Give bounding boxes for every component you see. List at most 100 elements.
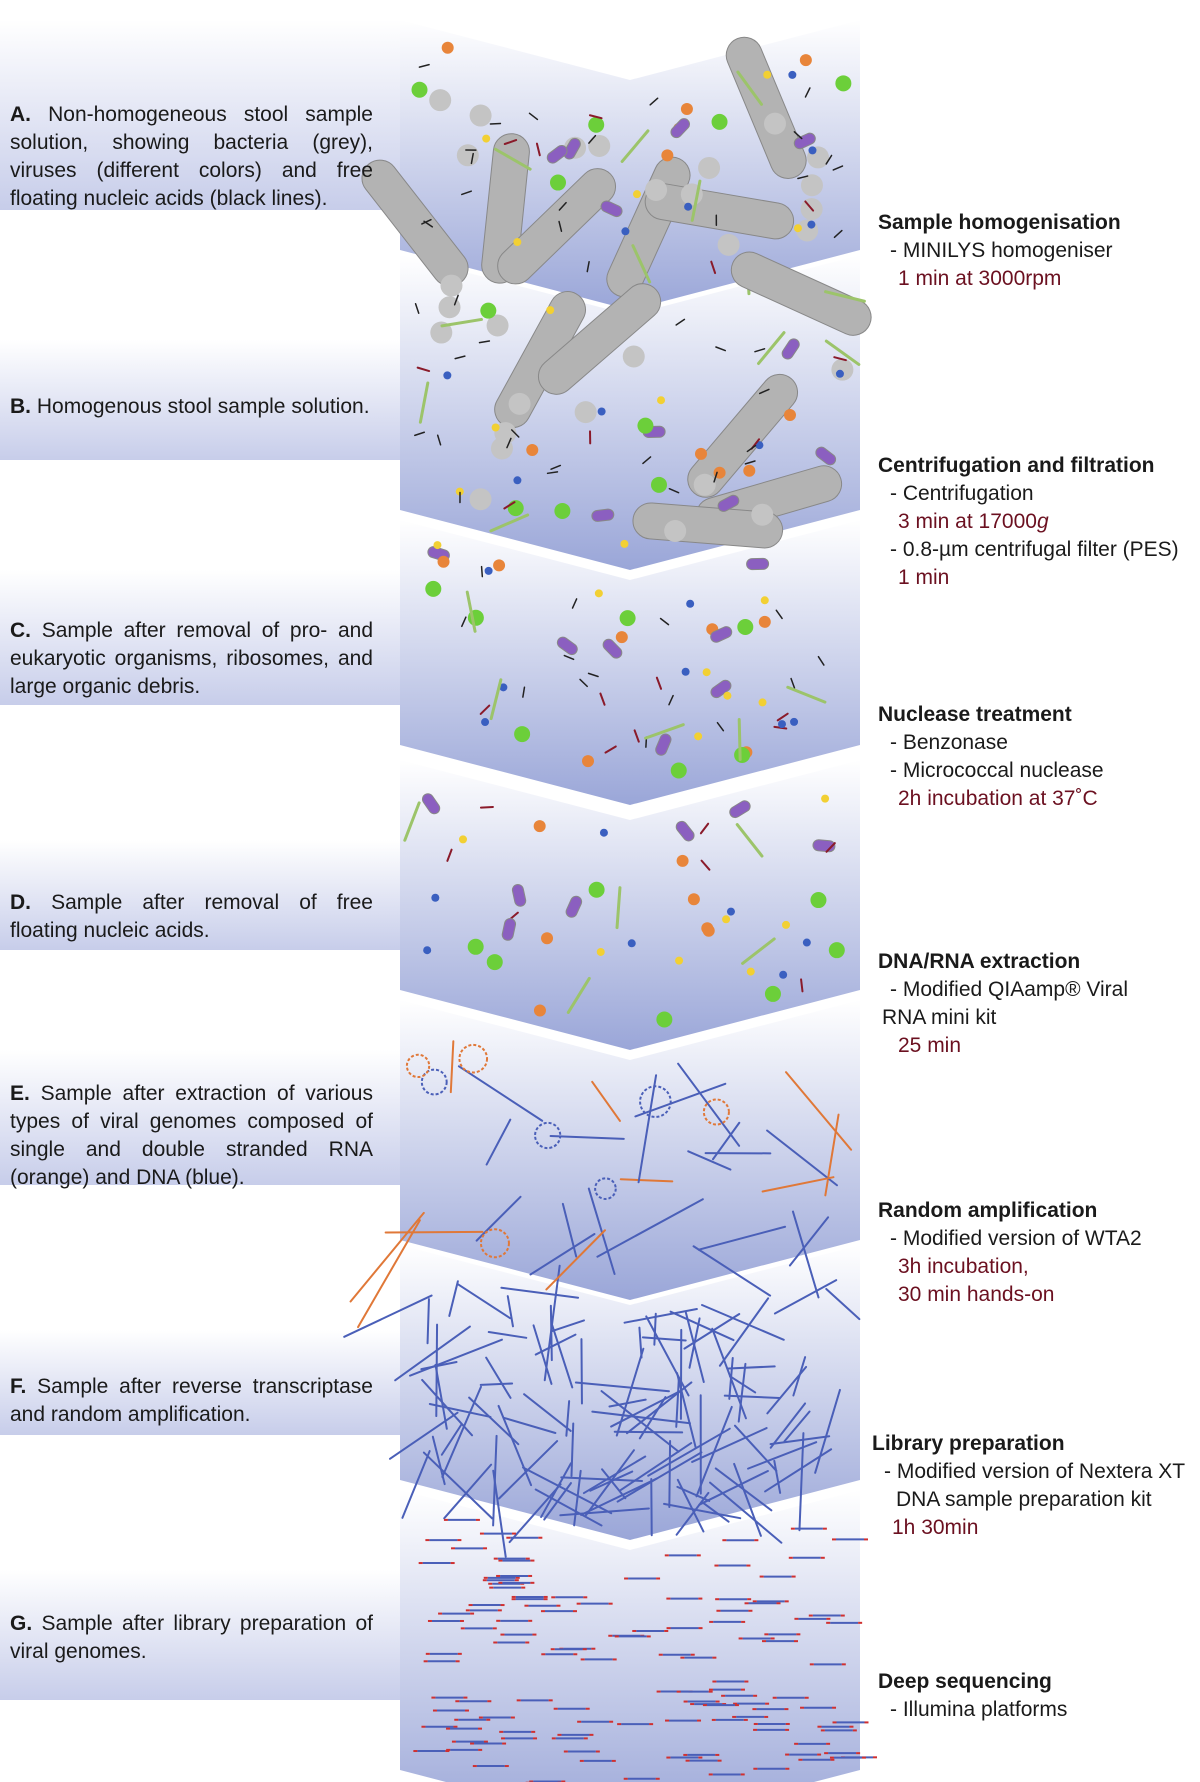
amplicon [737,1362,747,1423]
step-nuclease: Nuclease treatment - Benzonase - Microco… [878,701,1196,813]
circular-genome [594,1177,617,1200]
step-time: 30 min hands-on [898,1283,1055,1306]
virus-purple [793,132,816,150]
phage [804,200,815,212]
step-item: - Modified version of WTA2 [890,1227,1142,1250]
flagellum [403,801,421,842]
virus-green [711,113,728,130]
virus-green [411,81,428,98]
amplicon [522,1466,613,1515]
nucleic-acid [558,201,567,211]
virus-green [835,75,852,92]
step-library: Library preparation - Modified version o… [872,1430,1190,1542]
genome-strand [529,1233,596,1276]
virus-yellow [782,920,791,929]
step-title: Centrifugation and filtration [878,454,1155,477]
amplicon [487,1330,528,1339]
step-title: Nuclease treatment [878,703,1072,726]
virus-yellow [596,947,605,956]
amplicon [601,1468,627,1500]
amplicon [532,1324,553,1385]
virus-orange [533,820,546,833]
amplicon [616,1451,703,1503]
phage [825,842,836,853]
virus-purple [563,137,581,160]
phage [800,978,804,993]
nucleic-acid [506,437,512,449]
nucleic-acid [421,218,432,225]
flagellum [418,381,430,424]
nucleic-acid [414,431,426,437]
phage [535,142,541,157]
amplicon [698,1470,769,1506]
virus-blue [599,828,608,837]
virus-purple [670,118,691,139]
debris [469,488,492,511]
bacterium [725,36,807,179]
virus-yellow [821,794,830,803]
virus-blue [681,667,690,676]
genome-strand [549,1135,625,1140]
phage [416,366,431,373]
virus-yellow [455,487,464,496]
virus-green [588,116,605,133]
virus-orange [743,464,756,477]
genome-strand [543,1264,561,1382]
step-extraction: DNA/RNA extraction - Modified QIAamp® Vi… [878,948,1196,1060]
genome-strand [587,1187,616,1275]
phage [446,848,453,862]
stage-label-b: B. Homogenous stool sample solution. [10,395,370,418]
flagellum [757,331,786,365]
nucleic-acid [775,609,783,620]
amplicon [570,1422,575,1478]
amplicon [549,1304,553,1362]
virus-orange [437,555,450,568]
debris [622,345,645,368]
step-title: DNA/RNA extraction [878,950,1081,973]
debris [440,274,463,297]
step-item: - Illumina platforms [890,1698,1068,1721]
stage-label-c: C. Sample after removal of pro- and euka… [10,619,373,698]
virus-green [656,1011,673,1028]
flagellum [631,244,652,284]
genome-strand [766,1129,838,1187]
virus-yellow [491,423,500,432]
flagellum [736,70,764,106]
nucleic-acid [716,721,725,732]
virus-green [619,610,636,627]
virus-green [550,174,567,191]
nucleic-acid [833,229,843,239]
phage [633,729,640,743]
virus-blue [808,146,817,155]
virus-yellow [722,915,731,924]
virus-blue [686,599,695,608]
virus-purple [710,626,733,643]
virus-blue [684,202,693,211]
step-item: - Modified version of Nextera XT [884,1460,1186,1483]
virus-yellow [620,539,629,548]
virus-yellow [763,70,772,79]
amplicon [647,1427,731,1477]
virus-yellow [657,396,666,405]
nucleic-acid [528,112,539,121]
nucleic-acid [480,565,484,578]
nucleic-acid [436,434,442,446]
virus-purple [746,557,770,571]
flagellum [615,886,622,930]
genome-strand [545,1229,606,1291]
amplicon [709,1481,783,1544]
debris [486,314,509,337]
step-title: Library preparation [872,1432,1065,1455]
debris [717,233,740,256]
virus-blue [790,717,799,726]
amplicon [443,1463,493,1520]
virus-yellow [546,306,555,315]
amplicon [769,1402,807,1449]
virus-orange [493,559,506,572]
virus-green [507,500,524,517]
flagellum [620,129,650,163]
genome-strand [711,1121,741,1161]
virus-green [480,302,497,319]
step-item: - Benzonase [890,731,1008,754]
